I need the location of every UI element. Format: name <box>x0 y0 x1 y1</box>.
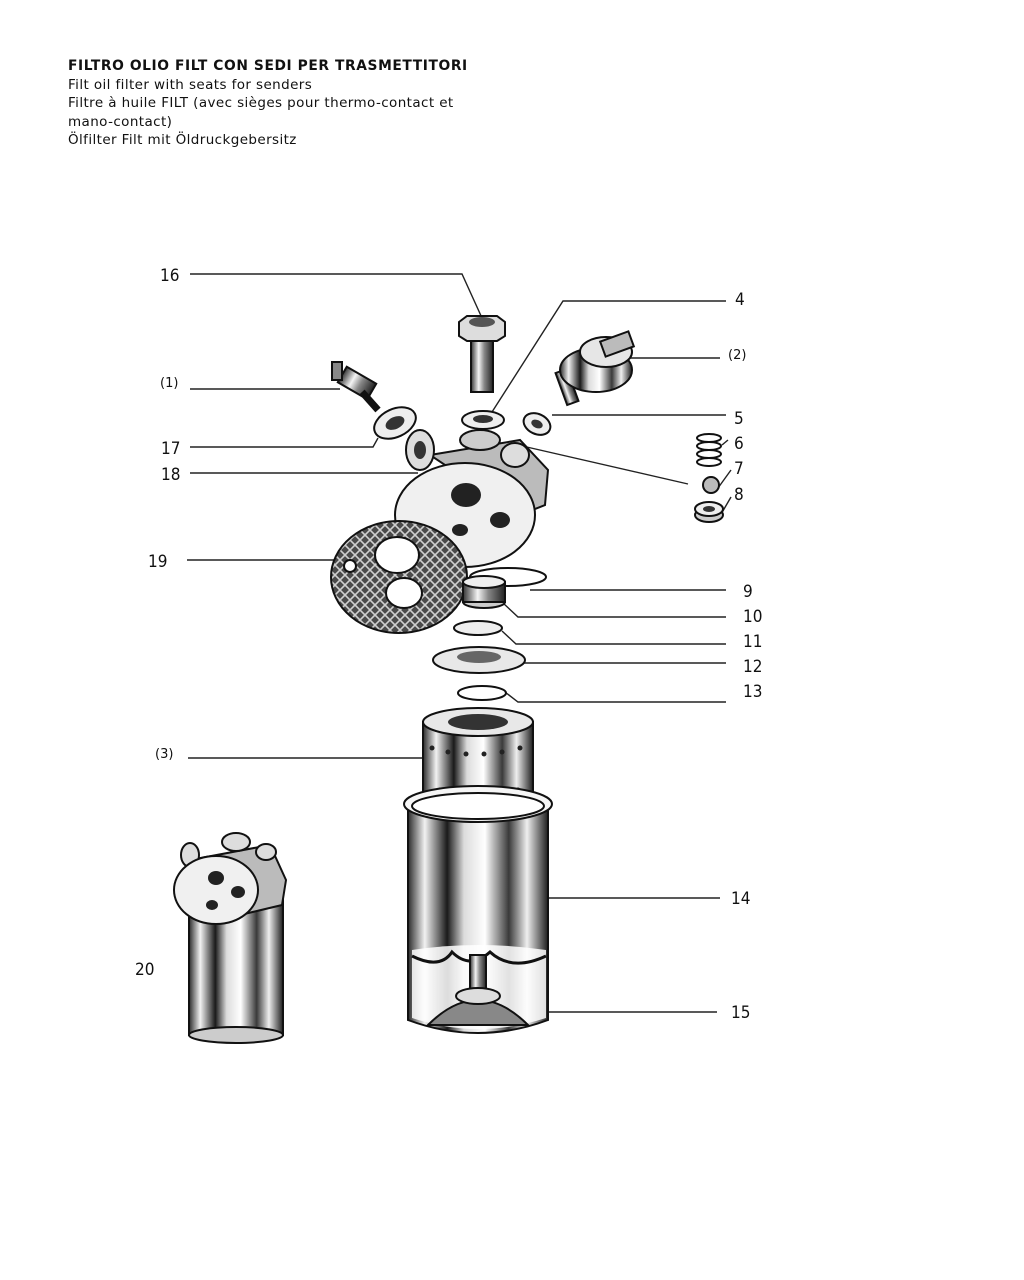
subtitle-french-line-1: Filtre à huile FILT (avec sièges pour th… <box>68 95 454 111</box>
canister-icon <box>403 785 553 1034</box>
subtitle-german: Ölfilter Filt mit Öldruckgebersitz <box>68 132 297 148</box>
leader-17 <box>190 437 379 448</box>
header-block: FILTRO OLIO FILT CON SEDI PER TRASMETTIT… <box>68 57 528 150</box>
banjo-bolt-icon <box>458 315 506 393</box>
callout-10: 10 <box>743 607 762 627</box>
temperature-sender-icon <box>331 361 381 413</box>
leader-13 <box>504 691 726 703</box>
flange-plate-icon <box>432 646 526 674</box>
callout-16: 16 <box>160 266 179 286</box>
spring-seat-icon <box>425 954 531 1026</box>
washer-icon <box>522 412 552 436</box>
gasket-icon <box>330 520 468 634</box>
callout-17: 17 <box>161 439 180 459</box>
ball-icon <box>702 476 720 494</box>
plug-icon <box>694 501 724 523</box>
leader-arrow-spring <box>517 444 689 485</box>
callout-4: 4 <box>735 290 745 310</box>
filter-assembly-icon <box>173 832 288 1044</box>
leader-10 <box>502 602 726 618</box>
callout-12: 12 <box>743 657 762 677</box>
callout-3: (3) <box>155 747 173 762</box>
callout-11: 11 <box>743 632 762 652</box>
callout-13: 13 <box>743 682 762 702</box>
nipple-icon <box>462 575 506 609</box>
callout-18: 18 <box>161 465 180 485</box>
seal-ring-icon <box>453 620 503 636</box>
callout-labels: 16 4 (2) (1) 5 17 6 18 7 8 19 9 10 11 12… <box>135 266 762 1023</box>
callout-9: 9 <box>743 582 753 602</box>
callout-1: (1) <box>160 376 178 391</box>
seal-ring-icon <box>457 685 507 701</box>
callout-6: 6 <box>734 434 744 454</box>
subtitle-french-line-2: mano-contact) <box>68 113 173 130</box>
callout-15: 15 <box>731 1003 750 1023</box>
spring-icon <box>696 433 722 467</box>
leader-lines <box>187 273 732 1013</box>
callout-19: 19 <box>148 552 167 572</box>
washer-icon <box>461 410 505 430</box>
leader-7 <box>717 469 732 489</box>
page-title: FILTRO OLIO FILT CON SEDI PER TRASMETTIT… <box>68 58 468 74</box>
callout-14: 14 <box>731 889 750 909</box>
subtitle-english: Filt oil filter with seats for senders <box>68 76 313 93</box>
callout-8: 8 <box>734 485 744 505</box>
leader-6 <box>721 439 729 446</box>
leader-4 <box>491 300 726 413</box>
washer-icon <box>373 406 417 440</box>
callout-7: 7 <box>734 459 744 479</box>
callout-5: 5 <box>734 409 744 429</box>
leader-11 <box>501 630 726 645</box>
callout-2: (2) <box>728 348 746 363</box>
leader-16 <box>190 273 483 319</box>
oil-pressure-sender-icon <box>554 330 636 407</box>
callout-20: 20 <box>135 960 154 980</box>
